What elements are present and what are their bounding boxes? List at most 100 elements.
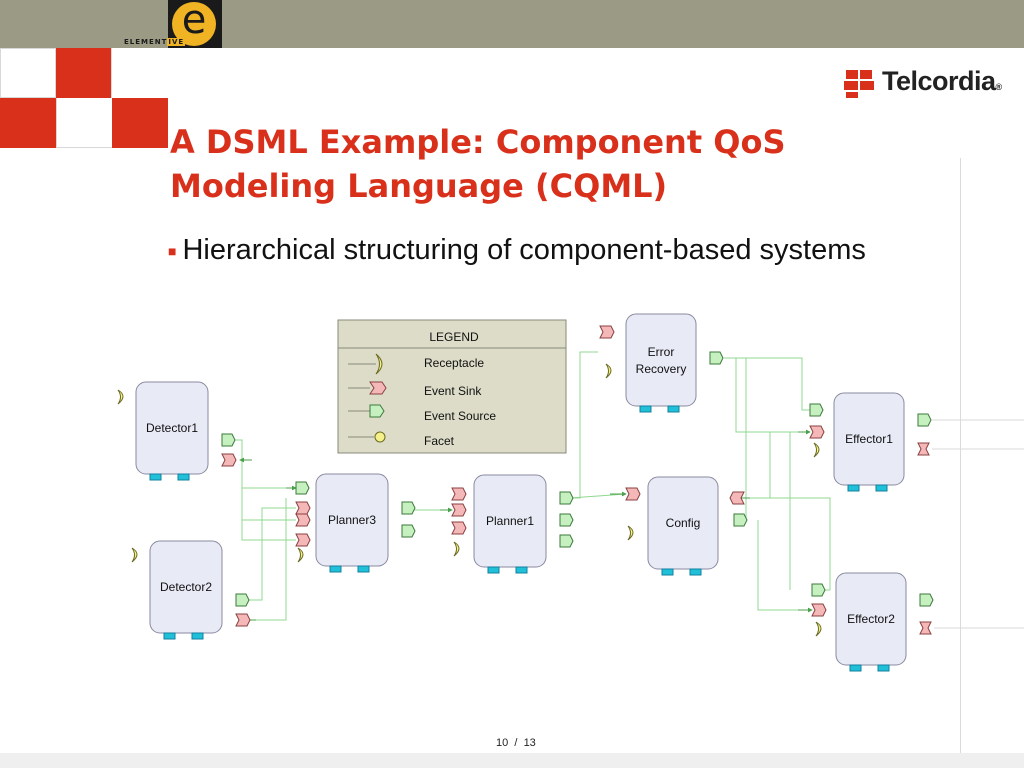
port-icon bbox=[847, 484, 860, 492]
logo-letter: e bbox=[181, 0, 207, 43]
port-icon bbox=[849, 664, 862, 672]
event-sink-icon bbox=[295, 513, 311, 527]
footer-bar bbox=[0, 753, 1024, 768]
receptacle-icon bbox=[627, 525, 634, 541]
telcordia-logo: Telcordia® bbox=[842, 64, 1006, 100]
event-sink-icon bbox=[917, 442, 930, 456]
port-icon bbox=[667, 405, 680, 413]
event-source-icon bbox=[559, 513, 574, 527]
connector-line bbox=[569, 493, 627, 499]
receptacle-icon bbox=[131, 547, 138, 563]
connector-line bbox=[757, 520, 812, 611]
connector-line bbox=[570, 351, 598, 499]
event-sink-icon bbox=[451, 521, 467, 535]
logo-word-a: ELEMENT bbox=[124, 38, 168, 46]
component-label: Detector2 bbox=[160, 580, 212, 594]
decor-square-red bbox=[56, 48, 112, 98]
component-effector2[interactable]: Effector2 bbox=[811, 572, 934, 672]
event-sink-icon bbox=[811, 603, 827, 617]
component-label-line1: Error bbox=[648, 345, 675, 359]
port-icon bbox=[877, 664, 890, 672]
event-sink-icon bbox=[451, 503, 467, 517]
receptacle-icon bbox=[453, 541, 460, 557]
connector-line bbox=[724, 357, 810, 411]
component-label: Effector2 bbox=[847, 612, 895, 626]
receptacle-icon bbox=[117, 389, 124, 405]
port-icon bbox=[689, 568, 702, 576]
connector-line bbox=[746, 497, 831, 591]
event-source-icon bbox=[811, 583, 826, 597]
event-sink-icon bbox=[369, 381, 387, 395]
event-source-icon bbox=[401, 524, 416, 538]
port-icon bbox=[357, 565, 370, 573]
legend-event-source: Event Source bbox=[424, 409, 496, 423]
slide-title: A DSML Example: Component QoS Modeling L… bbox=[170, 123, 786, 205]
port-icon bbox=[149, 473, 162, 481]
event-source-icon bbox=[235, 593, 250, 607]
page-number: 10 / 13 bbox=[496, 737, 536, 749]
event-sink-icon bbox=[809, 425, 825, 439]
component-label: Config bbox=[666, 516, 701, 530]
connector-line bbox=[735, 358, 810, 433]
event-sink-icon bbox=[235, 613, 251, 627]
logo-word-b: IVE bbox=[167, 38, 186, 46]
event-source-icon bbox=[401, 501, 416, 515]
connector-line bbox=[234, 439, 296, 541]
event-source-icon bbox=[917, 413, 932, 427]
event-sink-icon bbox=[295, 533, 311, 547]
legend-title: LEGEND bbox=[429, 330, 479, 344]
component-label: Detector1 bbox=[146, 421, 198, 435]
event-source-icon bbox=[295, 481, 310, 495]
receptacle-icon bbox=[813, 442, 820, 458]
decor-square-red bbox=[0, 98, 56, 148]
decor-square bbox=[56, 98, 112, 148]
component-detector2[interactable]: Detector2 bbox=[131, 540, 251, 640]
brand-mark: ® bbox=[995, 82, 1003, 92]
event-source-icon bbox=[919, 593, 934, 607]
component-error-recovery[interactable]: Error Recovery bbox=[599, 313, 724, 413]
component-label: Effector1 bbox=[845, 432, 893, 446]
brand-name: Telcordia bbox=[882, 66, 996, 96]
event-source-icon bbox=[369, 404, 385, 418]
event-sink-icon bbox=[451, 487, 467, 501]
decor-square-red bbox=[112, 98, 168, 148]
port-icon bbox=[487, 566, 500, 574]
port-icon bbox=[329, 565, 342, 573]
connector-line bbox=[252, 498, 287, 621]
event-source-icon bbox=[709, 351, 724, 365]
bullet-text: Hierarchical structuring of component-ba… bbox=[182, 234, 866, 266]
event-source-icon bbox=[559, 491, 574, 505]
legend-facet: Facet bbox=[424, 434, 455, 448]
component-label: Planner3 bbox=[328, 513, 376, 527]
component-effector1[interactable]: Effector1 bbox=[809, 392, 932, 492]
event-source-icon bbox=[221, 433, 236, 447]
decor-square bbox=[56, 48, 112, 98]
connector-line bbox=[248, 507, 296, 601]
port-icon bbox=[177, 473, 190, 481]
port-icon bbox=[639, 405, 652, 413]
telcordia-icon bbox=[844, 70, 874, 98]
event-source-icon bbox=[559, 534, 574, 548]
bullet-square-icon: ■ bbox=[168, 243, 177, 260]
receptacle-icon bbox=[297, 547, 304, 563]
page-sep: / bbox=[514, 737, 518, 749]
elementive-logo: e bbox=[168, 0, 222, 48]
event-sink-icon bbox=[221, 453, 237, 467]
component-config[interactable]: Config bbox=[625, 476, 748, 576]
decor-square bbox=[0, 48, 56, 98]
legend-box: LEGEND Receptacle Event Sink Event Sourc… bbox=[337, 319, 567, 454]
legend-event-sink: Event Sink bbox=[424, 384, 482, 398]
component-label-line2: Recovery bbox=[636, 362, 687, 376]
event-sink-icon bbox=[729, 491, 745, 505]
event-sink-icon bbox=[919, 621, 932, 635]
event-sink-icon bbox=[295, 501, 311, 515]
component-planner3[interactable]: Planner3 bbox=[295, 473, 416, 573]
receptacle-icon bbox=[375, 353, 383, 375]
event-sink-icon bbox=[599, 325, 615, 339]
logo-wordmark: ELEMENTIVE bbox=[124, 38, 186, 46]
component-planner1[interactable]: Planner1 bbox=[451, 474, 574, 574]
right-divider bbox=[960, 158, 961, 754]
port-icon bbox=[163, 632, 176, 640]
facet-icon bbox=[374, 431, 386, 443]
component-detector1[interactable]: Detector1 bbox=[117, 381, 237, 481]
